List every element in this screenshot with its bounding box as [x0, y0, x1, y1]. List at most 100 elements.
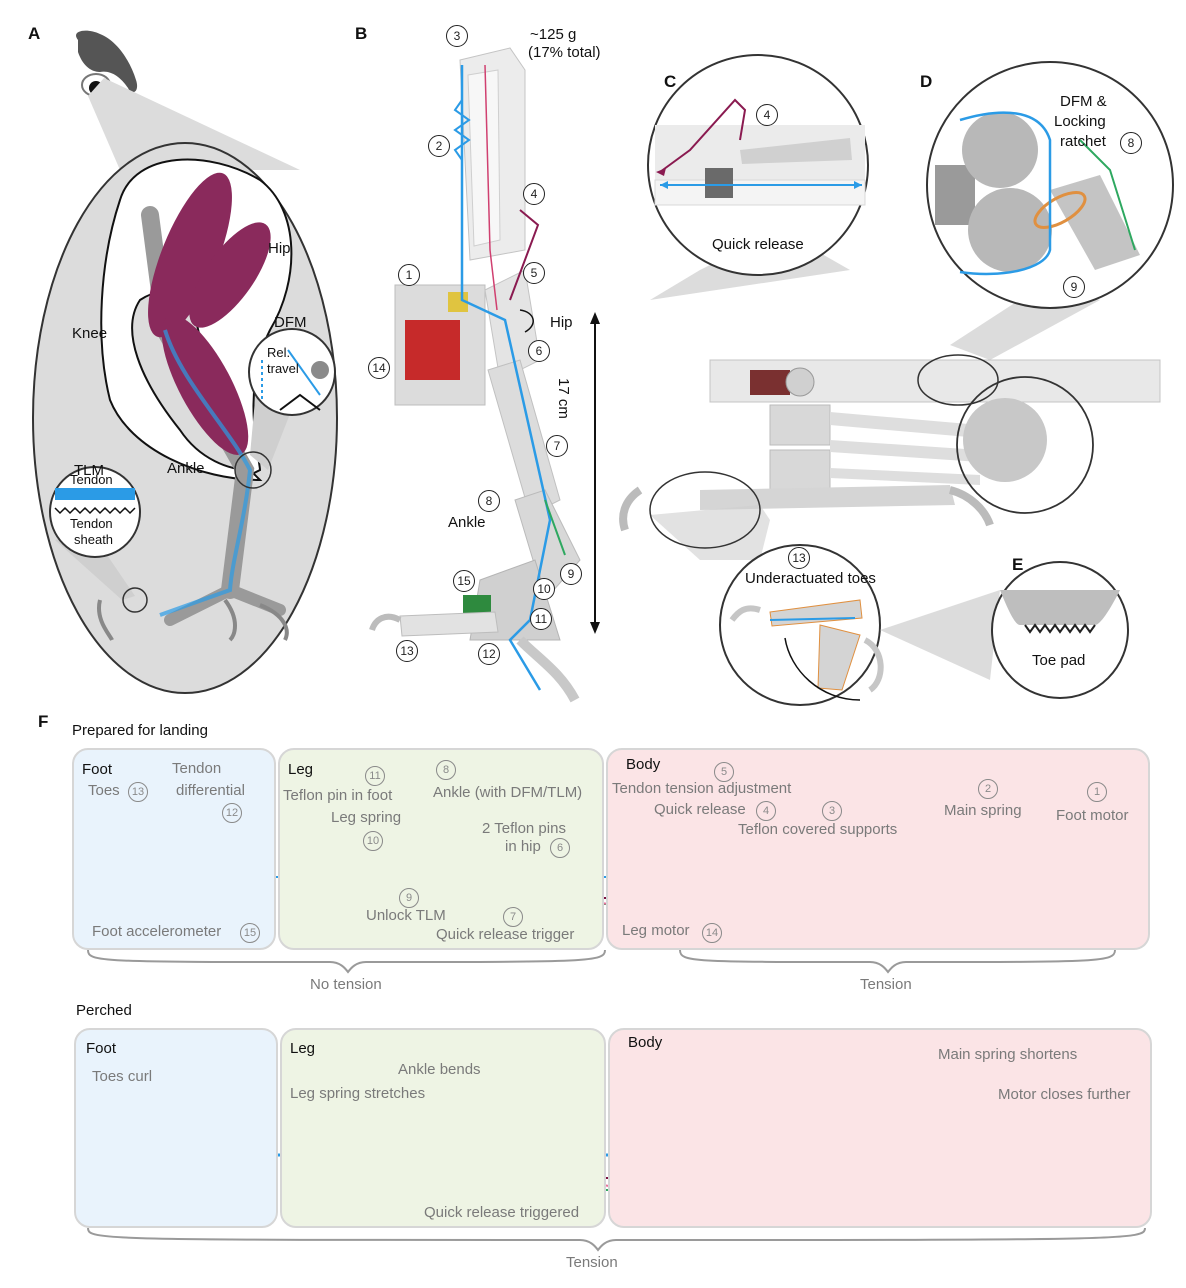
- label-tendon: Tendon: [70, 472, 113, 487]
- tension-label-bottom: Tension: [566, 1254, 618, 1271]
- no-tension-label: No tension: [310, 976, 382, 993]
- panel-letter-f: F: [38, 712, 49, 731]
- f-bottom-title: Perched: [76, 1002, 132, 1019]
- quick-release-num: 4: [756, 801, 776, 821]
- dfm-inset: [248, 328, 336, 416]
- f-top-leg-box: [278, 748, 604, 950]
- callout-2: 2: [428, 135, 450, 157]
- dfm-caption-2: Locking: [1054, 113, 1106, 130]
- f-top-leg-title: Leg: [288, 761, 314, 778]
- toes-num: 13: [128, 782, 148, 802]
- teflon-hip-num: 6: [550, 838, 570, 858]
- leg-spring-num: 10: [363, 831, 383, 851]
- qr-triggered-label: Quick release triggered: [424, 1204, 580, 1221]
- f-bottom-foot-box: [74, 1028, 278, 1228]
- dfm-caption-1: DFM &: [1060, 93, 1107, 110]
- f-top-foot-title: Foot: [82, 761, 113, 778]
- panel-letter-e: E: [1012, 555, 1024, 574]
- thigh-muscle: [148, 172, 232, 338]
- callout-11: 11: [530, 608, 552, 630]
- toes-circle: [719, 544, 881, 706]
- panel-letter-a: A: [28, 24, 41, 43]
- robot-side-view: [619, 354, 1161, 532]
- toe-pad-caption: Toe pad: [1032, 652, 1086, 669]
- shank-muscle: [161, 315, 249, 455]
- callout-3: 3: [446, 25, 468, 47]
- f-bottom-body-title: Body: [628, 1034, 663, 1051]
- f-top-title: Prepared for landing: [72, 722, 208, 739]
- accelerometer-num: 15: [240, 923, 260, 943]
- accelerometer-label: Foot accelerometer: [92, 923, 222, 940]
- f-bottom-leg-box: [280, 1028, 606, 1228]
- brace-tension-top: [679, 949, 1116, 974]
- callout-d-8: 8: [1120, 132, 1142, 154]
- accelerometer-board: [463, 595, 491, 617]
- callout-13: 13: [396, 640, 418, 662]
- label-travel: travel: [267, 361, 299, 376]
- unlock-num: 9: [399, 888, 419, 908]
- leg-motor-num: 14: [702, 923, 722, 943]
- teflon-supports-num: 3: [822, 801, 842, 821]
- leg-spring-stretches-label: Leg spring stretches: [290, 1085, 426, 1102]
- dfm-caption-3: ratchet: [1060, 133, 1106, 150]
- ankle-num: 8: [436, 760, 456, 780]
- callout-10: 10: [533, 578, 555, 600]
- callout-15: 15: [453, 570, 475, 592]
- label-tendon-sheath-2: sheath: [74, 532, 114, 547]
- tension-label-top: Tension: [860, 976, 912, 993]
- teflon-hip-label-1: 2 Teflon pins: [482, 820, 566, 837]
- tension-adj-num: 5: [714, 762, 734, 782]
- unlock-label: Unlock TLM: [366, 907, 446, 924]
- panel-letter-c: C: [664, 72, 677, 91]
- teflon-pin-num: 11: [365, 766, 385, 786]
- foot-motor-label: Foot motor: [1056, 807, 1129, 824]
- quick-release-caption: Quick release: [712, 236, 804, 253]
- callout-8: 8: [478, 490, 500, 512]
- underactuated-toes-caption: Underactuated toes: [745, 570, 876, 587]
- quick-release-label: Quick release: [654, 801, 746, 818]
- label-knee: Knee: [72, 325, 108, 342]
- teflon-pin-label: Teflon pin in foot: [283, 787, 393, 804]
- panel-letter-b: B: [355, 24, 368, 43]
- motor-closes-label: Motor closes further: [998, 1086, 1131, 1103]
- f-top-body-box: [606, 748, 1150, 950]
- tendon-path: [159, 329, 253, 617]
- toes-curl-label: Toes curl: [92, 1068, 153, 1085]
- callout-7: 7: [546, 435, 568, 457]
- leg-motor-render: [405, 320, 460, 380]
- label-tlm: TLM: [74, 462, 104, 479]
- callout-6: 6: [528, 340, 550, 362]
- tendon-diff-label-2: differential: [176, 782, 245, 799]
- brace-no-tension: [87, 949, 606, 974]
- callout-4: 4: [523, 183, 545, 205]
- label-tendon-sheath-1: Tendon: [70, 516, 113, 531]
- label-ankle-b: Ankle: [448, 514, 486, 531]
- main-spring-shortens-label: Main spring shortens: [938, 1046, 1078, 1063]
- callout-1: 1: [398, 264, 420, 286]
- f-bottom-body-box: [608, 1028, 1152, 1228]
- leg-spring-label: Leg spring: [331, 809, 402, 826]
- callout-toes-13: 13: [788, 547, 810, 569]
- f-top-foot-box: [72, 748, 276, 950]
- f-bottom-foot-title: Foot: [86, 1040, 117, 1057]
- callout-9: 9: [560, 563, 582, 585]
- zoom-cone-a: [88, 78, 300, 170]
- callout-5: 5: [523, 262, 545, 284]
- length-label: 17 cm: [555, 378, 572, 419]
- leg-motor-label: Leg motor: [622, 922, 690, 939]
- callout-d-9: 9: [1063, 276, 1085, 298]
- panel-letter-d: D: [920, 72, 933, 91]
- main-spring-label: Main spring: [944, 802, 1022, 819]
- label-ankle: Ankle: [167, 460, 205, 477]
- label-rel: Rel.: [267, 345, 291, 360]
- callout-c-4: 4: [756, 104, 778, 126]
- ankle-bends-label: Ankle bends: [398, 1061, 481, 1078]
- teflon-hip-label-2: in hip: [505, 838, 541, 855]
- tension-adj-label: Tendon tension adjustment: [612, 780, 792, 797]
- toe-pad-circle: [991, 561, 1129, 699]
- label-dfm: DFM: [274, 314, 307, 331]
- label-hip: Hip: [268, 240, 291, 257]
- robot-leg-render: [369, 47, 600, 703]
- f-bottom-leg-title: Leg: [290, 1040, 316, 1057]
- label-hip-b: Hip: [550, 314, 573, 331]
